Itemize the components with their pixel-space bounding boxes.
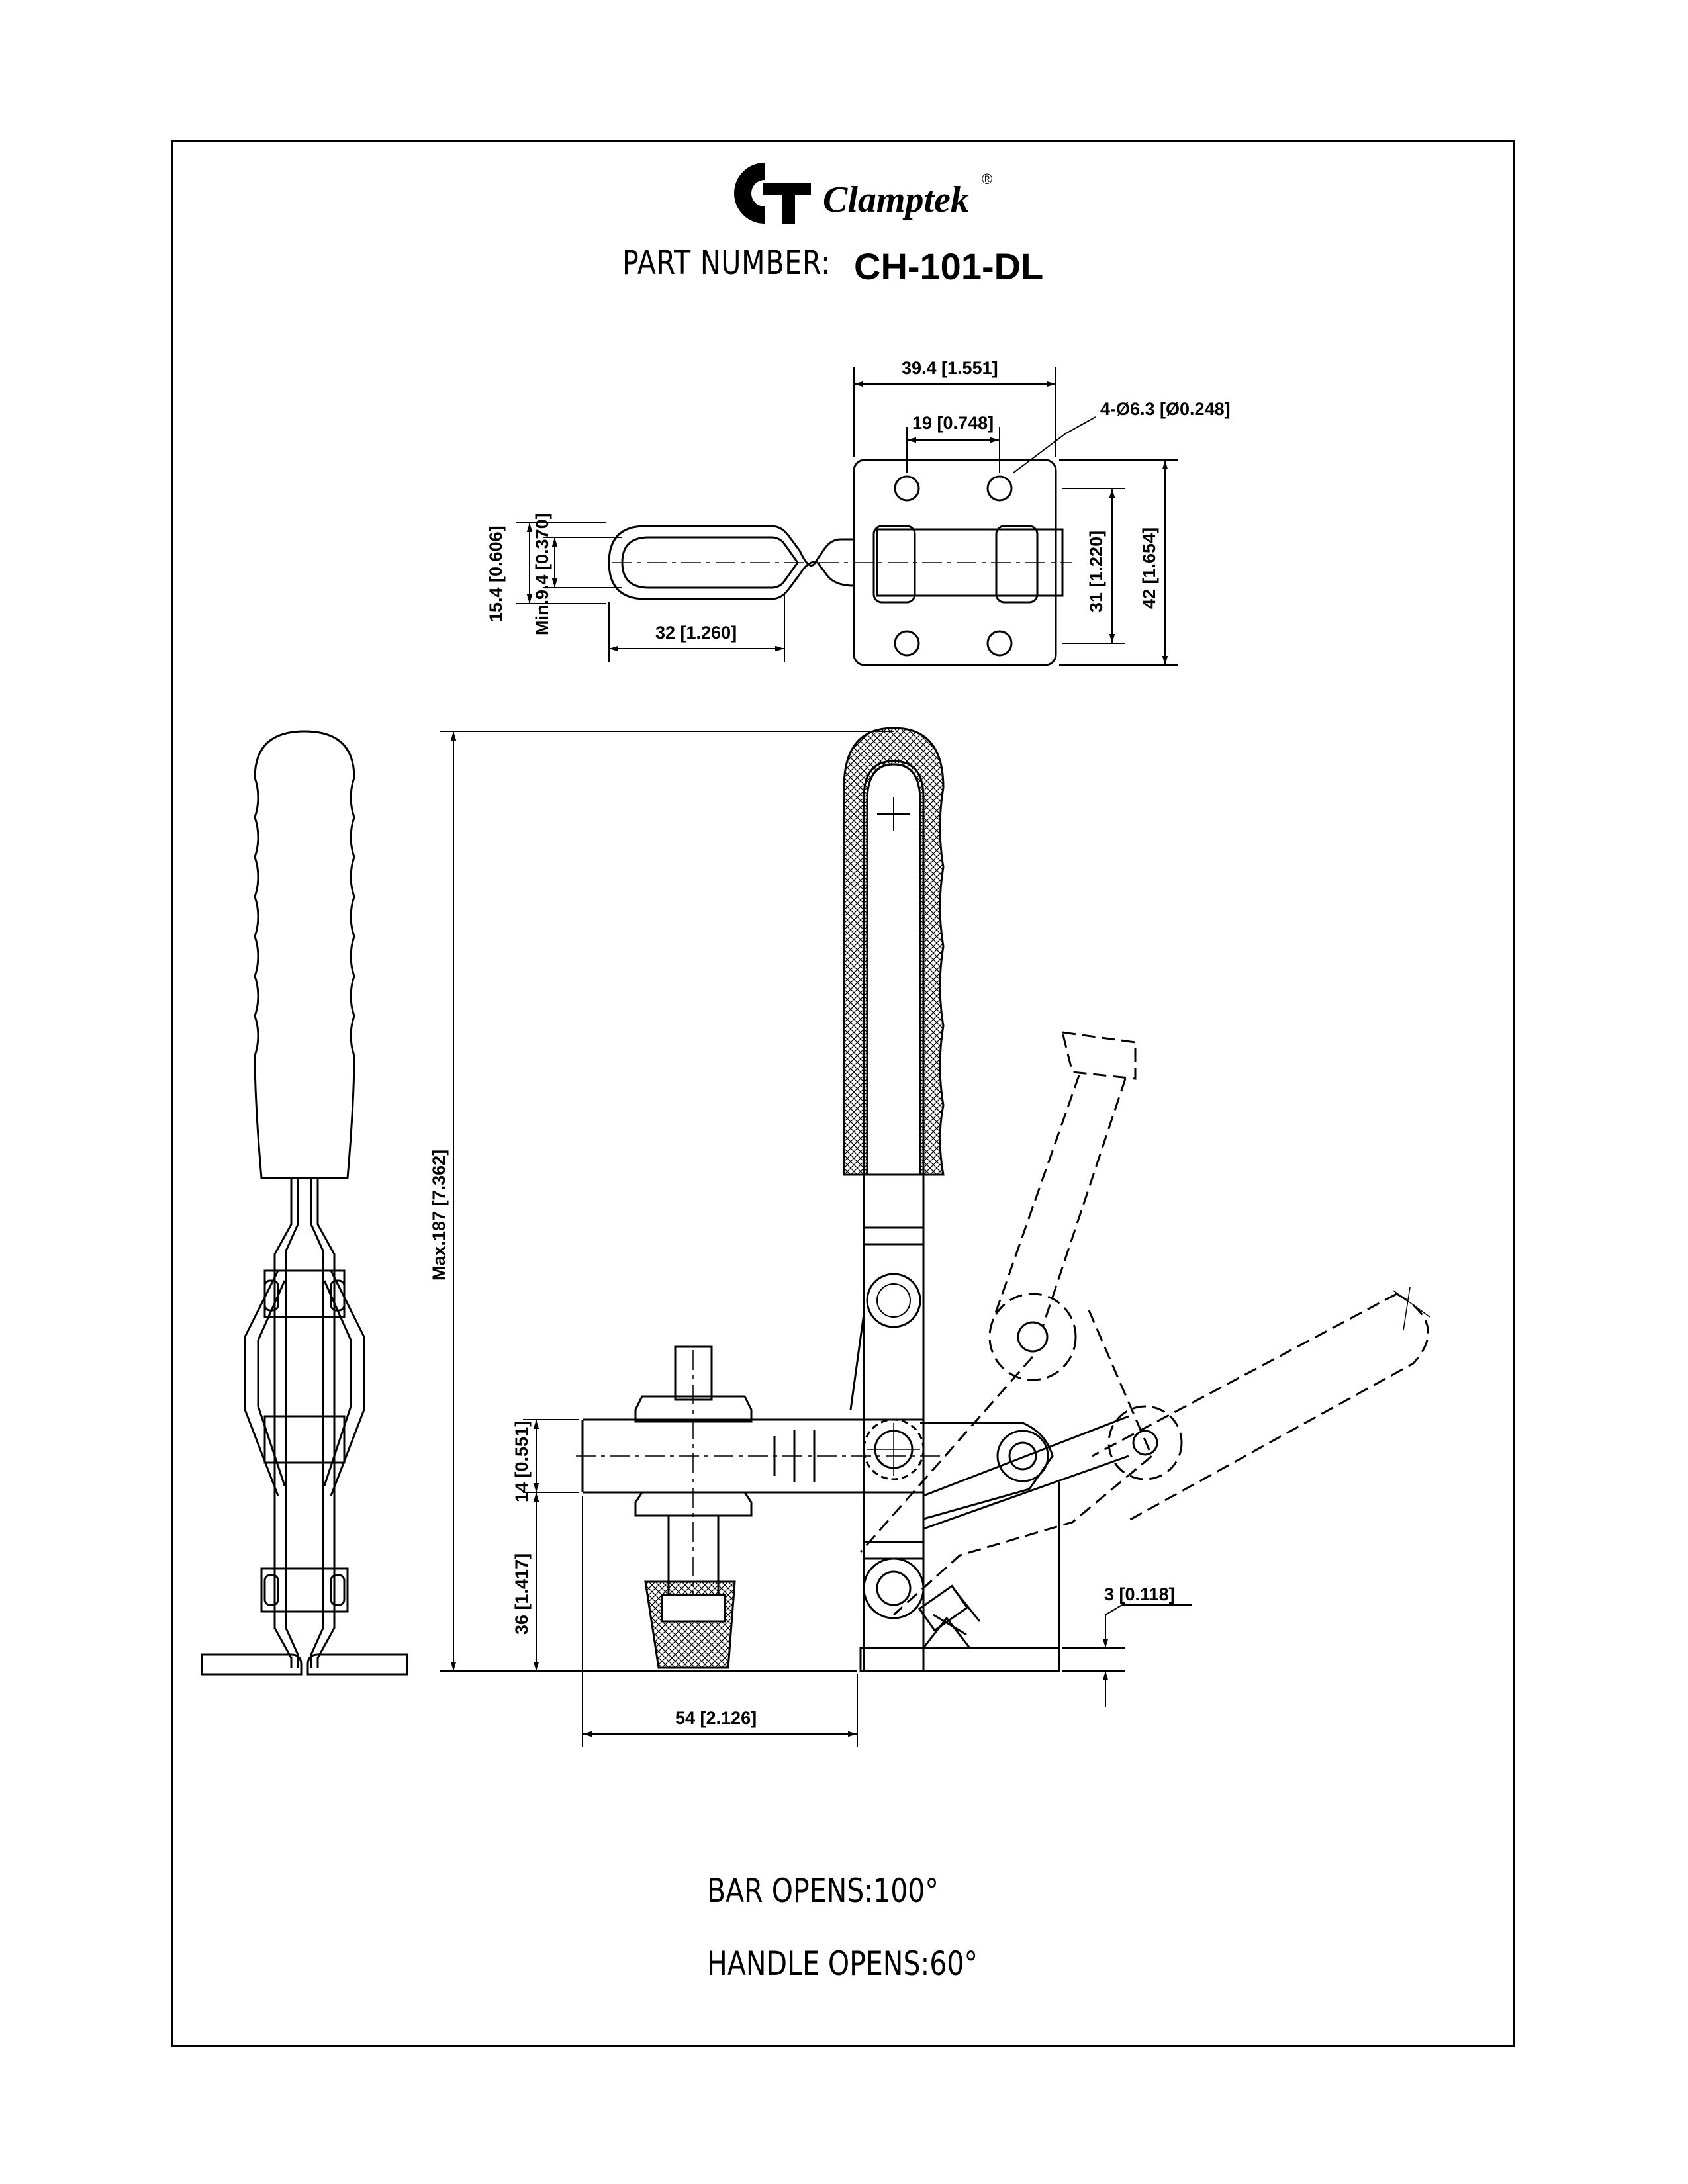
handle-opens-note: HANDLE OPENS:60° (707, 1944, 978, 1983)
dim-19-label: 19 [0.748] (912, 413, 994, 433)
dim-max-187-label: Max.187 [7.362] (429, 1150, 449, 1281)
dim-15-4-label: 15.4 [0.606] (486, 525, 506, 622)
top-view-dimensions (516, 367, 1178, 666)
side-view (201, 730, 408, 1676)
top-view (608, 459, 1072, 666)
dim-32-label: 32 [1.260] (655, 623, 737, 643)
registered-mark: ® (982, 171, 993, 187)
dim-3-label: 3 [0.118] (1104, 1584, 1175, 1604)
front-view-dimensions (440, 731, 1192, 1747)
brand-name: Clamptek (823, 179, 969, 220)
part-number-label: PART NUMBER: (622, 244, 831, 282)
drawing-border (171, 140, 1515, 2047)
dim-31-label: 31 [1.220] (1086, 531, 1106, 612)
front-view (576, 727, 1430, 1672)
bar-opens-note: BAR OPENS:100° (707, 1872, 939, 1910)
dim-14-label: 14 [0.551] (512, 1421, 532, 1502)
handle-grip (843, 727, 945, 1176)
dim-min-9-4-label: Min.9.4 [0.370] (532, 513, 552, 635)
dim-54-label: 54 [2.126] (675, 1708, 757, 1728)
mounting-hole-icons (894, 475, 1013, 657)
dim-42-label: 42 [1.654] (1139, 527, 1159, 609)
dim-36-label: 36 [1.417] (512, 1553, 532, 1635)
dim-hole-label: 4-Ø6.3 [Ø0.248] (1100, 399, 1231, 419)
dim-39-4-label: 39.4 [1.551] (902, 358, 998, 378)
clamptek-logo-icon (734, 163, 811, 224)
part-number-value: CH-101-DL (854, 246, 1044, 287)
